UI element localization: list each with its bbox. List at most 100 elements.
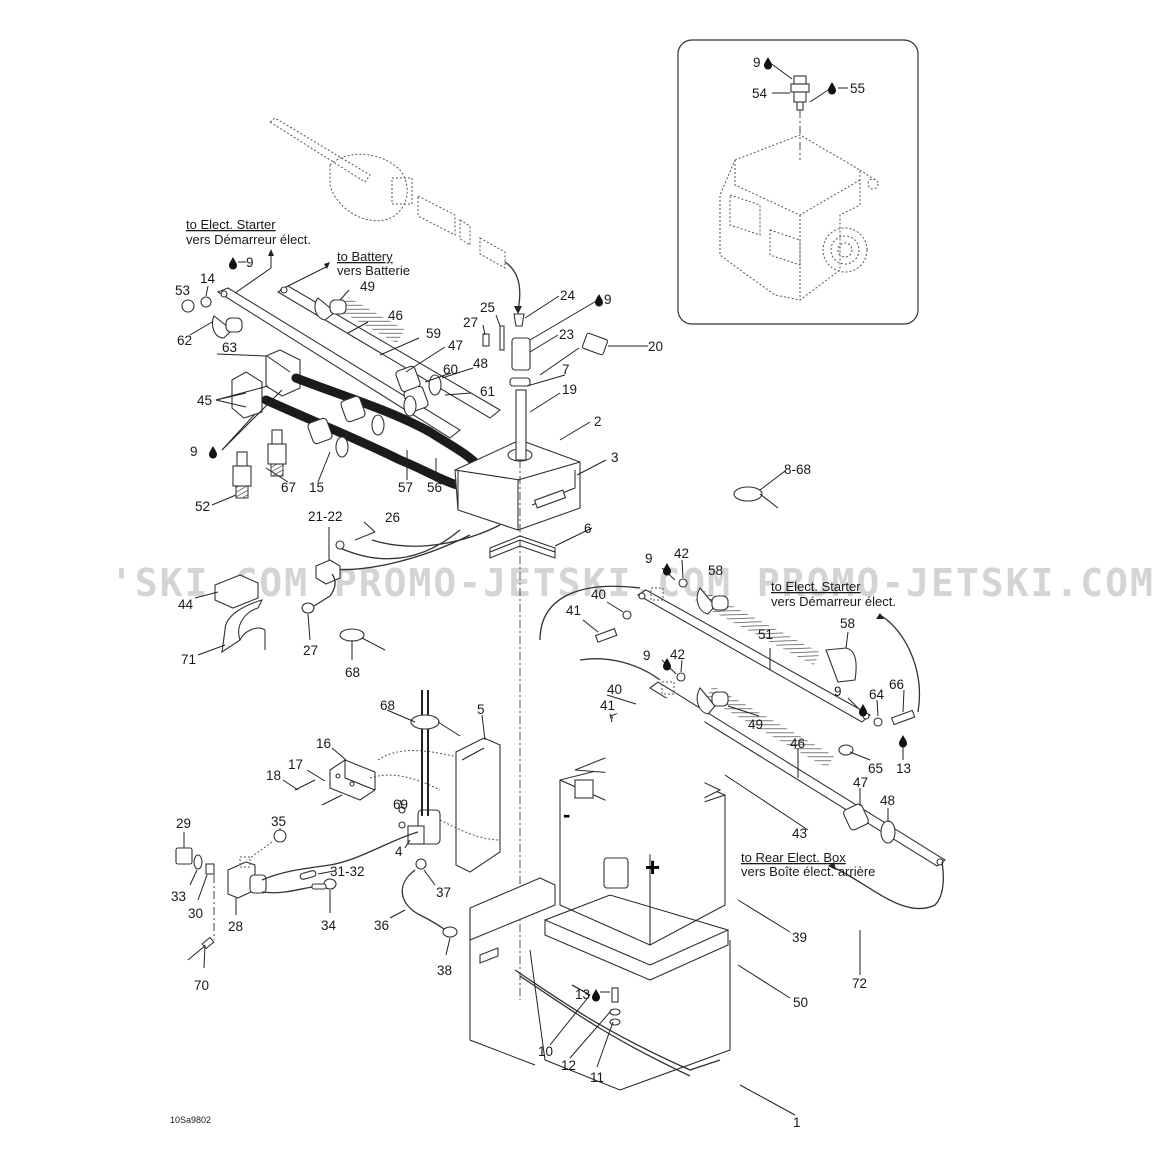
callout-51: 51: [758, 627, 773, 642]
ignition-cable-57: [291, 373, 485, 473]
callout-63: 63: [222, 340, 237, 355]
callout-23: 23: [559, 327, 574, 342]
push-rivet-70: [187, 936, 215, 961]
callout-62: 62: [177, 333, 192, 348]
callout-49: 49: [748, 717, 763, 732]
callout-35: 35: [271, 814, 286, 829]
boot-58b: [825, 647, 857, 683]
note-to-starter-right-fr: vers Démarreur élect.: [771, 594, 896, 609]
boot-49b: [696, 687, 729, 715]
connector-30: [205, 863, 215, 875]
cable-nuts: [307, 365, 442, 458]
fuse-20: [581, 332, 609, 356]
callout-19: 19: [562, 382, 577, 397]
cap-29: [175, 847, 193, 865]
callout-9: 9: [834, 684, 842, 699]
note-to-starter-right-en: to Elect. Starter: [771, 579, 861, 594]
callout-48: 48: [880, 793, 895, 808]
callout-40: 40: [591, 587, 606, 602]
callout-20: 20: [648, 339, 663, 354]
callout-12: 12: [561, 1058, 576, 1073]
solenoid-16: [329, 759, 376, 801]
engine-block-outline: [719, 134, 879, 301]
callout-inset-55: 55: [850, 81, 865, 96]
callout-9: 9: [190, 444, 198, 459]
ground-cable-36: [401, 858, 458, 938]
callout-71: 71: [181, 652, 196, 667]
callout-33: 33: [171, 889, 186, 904]
terminal-boot-62: [211, 315, 243, 339]
wire-terminals-31-32: [299, 870, 337, 890]
watermark-text: 'SKI.COM PROMO-JETSKI.COM PROMO-JETSKI.C…: [110, 561, 1155, 605]
callout-58: 58: [708, 563, 723, 578]
callout-45: 45: [197, 393, 212, 408]
callout-41: 41: [600, 698, 615, 713]
callout-69: 69: [393, 797, 408, 812]
terminal-boot-49: [314, 297, 347, 321]
oil-drop-icon: [595, 294, 603, 307]
callout-11: 11: [590, 1070, 604, 1085]
callout-43: 43: [792, 826, 807, 841]
callout-10: 10: [538, 1044, 553, 1059]
note-to-battery-fr: vers Batterie: [337, 263, 410, 278]
callout-47: 47: [853, 775, 868, 790]
callout-24: 24: [560, 288, 576, 303]
callout-30: 30: [188, 906, 203, 921]
callout-15: 15: [309, 480, 324, 495]
electrical-box: [454, 439, 581, 531]
nut-53: [181, 299, 195, 313]
oil-drop-icon: [209, 446, 217, 459]
connector-44: [214, 574, 259, 609]
callout-65: 65: [868, 761, 883, 776]
washer-35: [273, 829, 287, 843]
callout-46: 46: [790, 736, 805, 751]
ignition-coil-4: [398, 690, 441, 845]
callout-13: 13: [575, 987, 590, 1002]
callout-42: 42: [670, 647, 685, 662]
callout-38: 38: [437, 963, 452, 978]
callout-9: 9: [645, 551, 653, 566]
callout-13: 13: [896, 761, 911, 776]
oil-drop-icon: [828, 82, 836, 95]
callout-6: 6: [584, 521, 592, 536]
callout-26: 26: [385, 510, 400, 525]
nut-42: [678, 578, 688, 588]
callout-70: 70: [194, 978, 209, 993]
callout-53: 53: [175, 283, 190, 298]
lock-washer-65: [838, 744, 854, 756]
callout-8-68: 8-68: [784, 462, 811, 477]
callout-72: 72: [852, 976, 867, 991]
callout-64: 64: [869, 687, 885, 702]
callout-18: 18: [266, 768, 281, 783]
inset-engine-panel: 9 54 55: [677, 39, 919, 325]
ring-terminal-27: [301, 573, 336, 614]
callout-44: 44: [178, 597, 194, 612]
callout-37: 37: [436, 885, 451, 900]
bolt-66: [890, 709, 916, 726]
callout-7: 7: [562, 362, 570, 377]
callout-67: 67: [281, 480, 296, 495]
figure-reference: 10Sa9802: [170, 1115, 211, 1125]
callout-31-32: 31-32: [330, 864, 365, 879]
callout-42: 42: [674, 546, 689, 561]
callout-17: 17: [288, 757, 303, 772]
callout-68: 68: [345, 665, 360, 680]
callout-52: 52: [195, 499, 210, 514]
note-to-starter-top-fr: vers Démarreur élect.: [186, 232, 311, 247]
callout-61: 61: [480, 384, 495, 399]
callout-59: 59: [426, 326, 441, 341]
battery-support-1: [469, 877, 731, 1091]
support-plate-5: [439, 737, 501, 873]
callout-9: 9: [643, 648, 651, 663]
note-to-battery-en: to Battery: [337, 249, 393, 264]
callout-labels: 9 14 53 62 49 46 59 47 60 48 61 63 45 9 …: [171, 255, 911, 1130]
tie-wrap-68: [339, 628, 386, 651]
callout-57: 57: [398, 480, 413, 495]
callout-68: 68: [380, 698, 395, 713]
washer-64: [873, 717, 883, 727]
callout-66: 66: [889, 677, 904, 692]
callout-36: 36: [374, 918, 389, 933]
callout-21-22: 21-22: [308, 509, 343, 524]
callout-25: 25: [480, 300, 495, 315]
